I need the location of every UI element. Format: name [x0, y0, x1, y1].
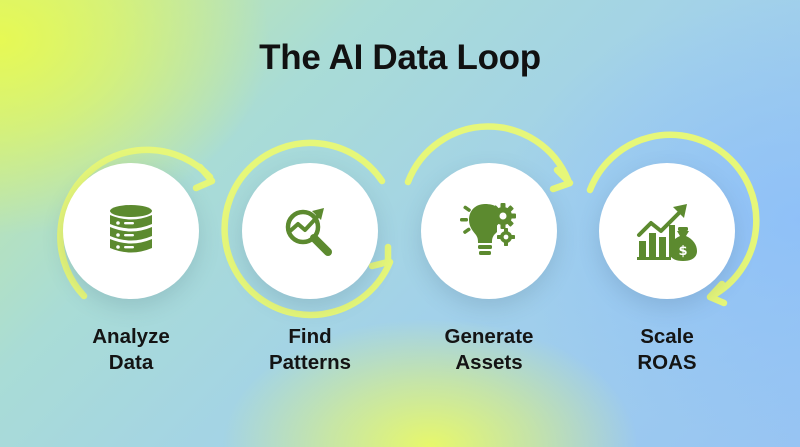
- trend-magnifier-icon: [285, 208, 332, 256]
- page-title: The AI Data Loop: [259, 38, 541, 77]
- step-2-label-line1: Find: [288, 325, 332, 348]
- step-1-label-line2: Data: [108, 351, 154, 374]
- database-icon: [110, 205, 152, 253]
- step-1-label-line1: Analyze: [92, 325, 170, 348]
- loop-arrowhead-4: [706, 280, 728, 307]
- loop-arrowhead-3: [549, 166, 574, 193]
- step-3-label-line2: Assets: [455, 351, 523, 374]
- step-3-label-line1: Generate: [444, 325, 534, 348]
- step-1-circle: [63, 163, 199, 299]
- step-4-label-line2: ROAS: [637, 351, 697, 374]
- step-4-label: Scale ROAS: [577, 324, 757, 376]
- step-4-label-line1: Scale: [640, 325, 694, 348]
- loop-arrow-1: [57, 146, 214, 300]
- step-2-circle: [242, 163, 378, 299]
- loop-arrowhead-1: [192, 163, 216, 192]
- step-2-label-line2: Patterns: [268, 351, 352, 374]
- step-3-label: Generate Assets: [399, 324, 579, 376]
- loop-arrow-4: [586, 131, 760, 300]
- lightbulb-gears-icon: [460, 203, 516, 255]
- step-3-circle: [421, 163, 557, 299]
- step-1-label: Analyze Data: [41, 324, 221, 376]
- svg-text:$: $: [678, 244, 687, 259]
- loop-arrow-2: [221, 139, 394, 319]
- step-2-label: Find Patterns: [220, 324, 400, 376]
- step-4-circle: $: [599, 163, 735, 299]
- loop-arrowhead-2: [368, 243, 392, 270]
- loop-arrow-3: [404, 123, 572, 186]
- growth-chart-money-bag-icon: $: [637, 204, 697, 261]
